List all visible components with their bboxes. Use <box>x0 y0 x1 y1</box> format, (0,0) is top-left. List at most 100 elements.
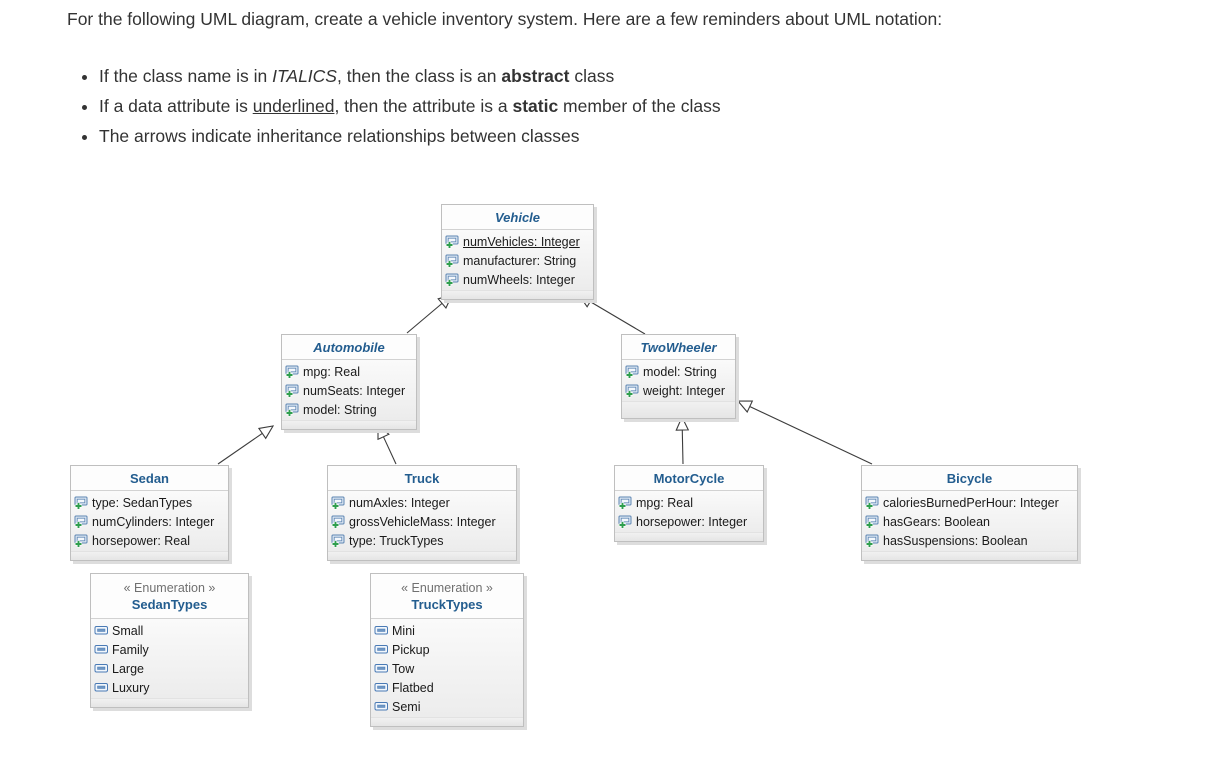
intro-text: For the following UML diagram, create a … <box>67 4 1062 151</box>
attribute-compartment: caloriesBurnedPerHour: Integer hasGears:… <box>862 491 1077 551</box>
enum-value-row: Semi <box>374 697 520 716</box>
attribute-icon <box>625 383 640 398</box>
attribute-row: type: TruckTypes <box>331 531 513 550</box>
enum-literal-icon <box>374 626 388 635</box>
attribute-row: weight: Integer <box>625 381 732 400</box>
stereotype-label: « Enumeration » <box>123 581 216 595</box>
class-title: Bicycle <box>862 466 1077 491</box>
class-box-vehicle: Vehicle numVehicles: Integer manufacture… <box>441 204 594 300</box>
empty-compartment <box>328 551 516 560</box>
attribute-row: mpg: Real <box>285 362 413 381</box>
class-title: Truck <box>328 466 516 491</box>
enum-literal-icon <box>94 683 108 692</box>
class-box-motorcycle: MotorCycle mpg: Real horsepower: Integer <box>614 465 764 542</box>
attribute-icon <box>74 495 89 510</box>
enum-value-row: Tow <box>374 659 520 678</box>
enum-literal-icon <box>374 683 388 692</box>
enum-value-row: Family <box>94 640 245 659</box>
attribute-compartment: model: String weight: Integer <box>622 360 735 401</box>
empty-compartment <box>91 698 248 707</box>
attribute-icon <box>445 253 460 268</box>
enum-header: « Enumeration » TruckTypes <box>371 574 523 619</box>
attribute-compartment: type: SedanTypes numCylinders: Integer h… <box>71 491 228 551</box>
attribute-icon <box>865 533 880 548</box>
attribute-row: numCylinders: Integer <box>74 512 225 531</box>
class-title: Vehicle <box>442 205 593 230</box>
attribute-icon <box>865 514 880 529</box>
attribute-icon <box>331 495 346 510</box>
enum-literal-icon <box>94 664 108 673</box>
attribute-icon <box>618 514 633 529</box>
enum-title: TruckTypes <box>411 597 483 612</box>
attribute-row: numAxles: Integer <box>331 493 513 512</box>
inheritance-arrow-truck-automobile <box>377 423 397 465</box>
empty-compartment <box>71 551 228 560</box>
class-title: MotorCycle <box>615 466 763 491</box>
enum-literal-icon <box>374 702 388 711</box>
enum-box-sedantypes: « Enumeration » SedanTypes Small Family … <box>90 573 249 708</box>
attribute-row: numWheels: Integer <box>445 270 590 289</box>
attribute-icon <box>285 402 300 417</box>
enum-literal-icon <box>374 645 388 654</box>
class-box-sedan: Sedan type: SedanTypes numCylinders: Int… <box>70 465 229 561</box>
attribute-row: horsepower: Integer <box>618 512 760 531</box>
enum-literal-icon <box>94 645 108 654</box>
attribute-row: mpg: Real <box>618 493 760 512</box>
enum-value-row: Large <box>94 659 245 678</box>
attribute-compartment: numVehicles: Integer manufacturer: Strin… <box>442 230 593 290</box>
attribute-icon <box>331 514 346 529</box>
attribute-icon <box>74 533 89 548</box>
attribute-icon <box>74 514 89 529</box>
attribute-row: hasGears: Boolean <box>865 512 1074 531</box>
empty-compartment <box>442 290 593 299</box>
attribute-icon <box>445 234 460 249</box>
attribute-row: numVehicles: Integer <box>445 232 590 251</box>
attribute-row: type: SedanTypes <box>74 493 225 512</box>
attribute-row: horsepower: Real <box>74 531 225 550</box>
enum-box-trucktypes: « Enumeration » TruckTypes Mini Pickup T… <box>370 573 524 727</box>
enum-title: SedanTypes <box>131 597 208 612</box>
bullet-item-abstract: If the class name is in ITALICS, then th… <box>99 61 1062 91</box>
attribute-compartment: numAxles: Integer grossVehicleMass: Inte… <box>328 491 516 551</box>
enum-value-row: Pickup <box>374 640 520 659</box>
attribute-row: grossVehicleMass: Integer <box>331 512 513 531</box>
enum-value-row: Mini <box>374 621 520 640</box>
class-box-automobile: Automobile mpg: Real numSeats: Integer m… <box>281 334 417 430</box>
inheritance-arrow-twowheeler-vehicle <box>577 294 646 335</box>
attribute-icon <box>285 364 300 379</box>
enum-literal-icon <box>374 664 388 673</box>
attribute-row: hasSuspensions: Boolean <box>865 531 1074 550</box>
attribute-compartment: mpg: Real numSeats: Integer model: Strin… <box>282 360 416 420</box>
attribute-row: model: String <box>625 362 732 381</box>
enum-value-compartment: Small Family Large Luxury <box>91 619 248 698</box>
attribute-icon <box>625 364 640 379</box>
empty-compartment <box>622 401 735 418</box>
class-title: Sedan <box>71 466 228 491</box>
class-title: Automobile <box>282 335 416 360</box>
inheritance-arrow-automobile-vehicle <box>406 294 454 334</box>
attribute-compartment: mpg: Real horsepower: Integer <box>615 491 763 532</box>
stereotype-label: « Enumeration » <box>401 581 493 595</box>
enum-header: « Enumeration » SedanTypes <box>91 574 248 619</box>
empty-compartment <box>282 420 416 429</box>
attribute-icon <box>618 495 633 510</box>
bullet-item-static: If a data attribute is underlined, then … <box>99 91 1062 121</box>
class-box-truck: Truck numAxles: Integer grossVehicleMass… <box>327 465 517 561</box>
class-box-twowheeler: TwoWheeler model: String weight: Integer <box>621 334 736 419</box>
enum-literal-icon <box>94 626 108 635</box>
inheritance-arrow-bicycle-twowheeler <box>736 400 873 465</box>
bullet-item-arrows: The arrows indicate inheritance relation… <box>99 121 1062 151</box>
attribute-row: caloriesBurnedPerHour: Integer <box>865 493 1074 512</box>
class-box-bicycle: Bicycle caloriesBurnedPerHour: Integer h… <box>861 465 1078 561</box>
attribute-icon <box>331 533 346 548</box>
class-title: TwoWheeler <box>622 335 735 360</box>
attribute-row: model: String <box>285 400 413 419</box>
empty-compartment <box>615 532 763 541</box>
bullet-list: If the class name is in ITALICS, then th… <box>67 61 1062 151</box>
intro-paragraph: For the following UML diagram, create a … <box>67 9 943 29</box>
attribute-row: manufacturer: String <box>445 251 590 270</box>
attribute-icon <box>285 383 300 398</box>
inheritance-arrow-sedan-automobile <box>217 425 275 465</box>
enum-value-row: Luxury <box>94 678 245 697</box>
